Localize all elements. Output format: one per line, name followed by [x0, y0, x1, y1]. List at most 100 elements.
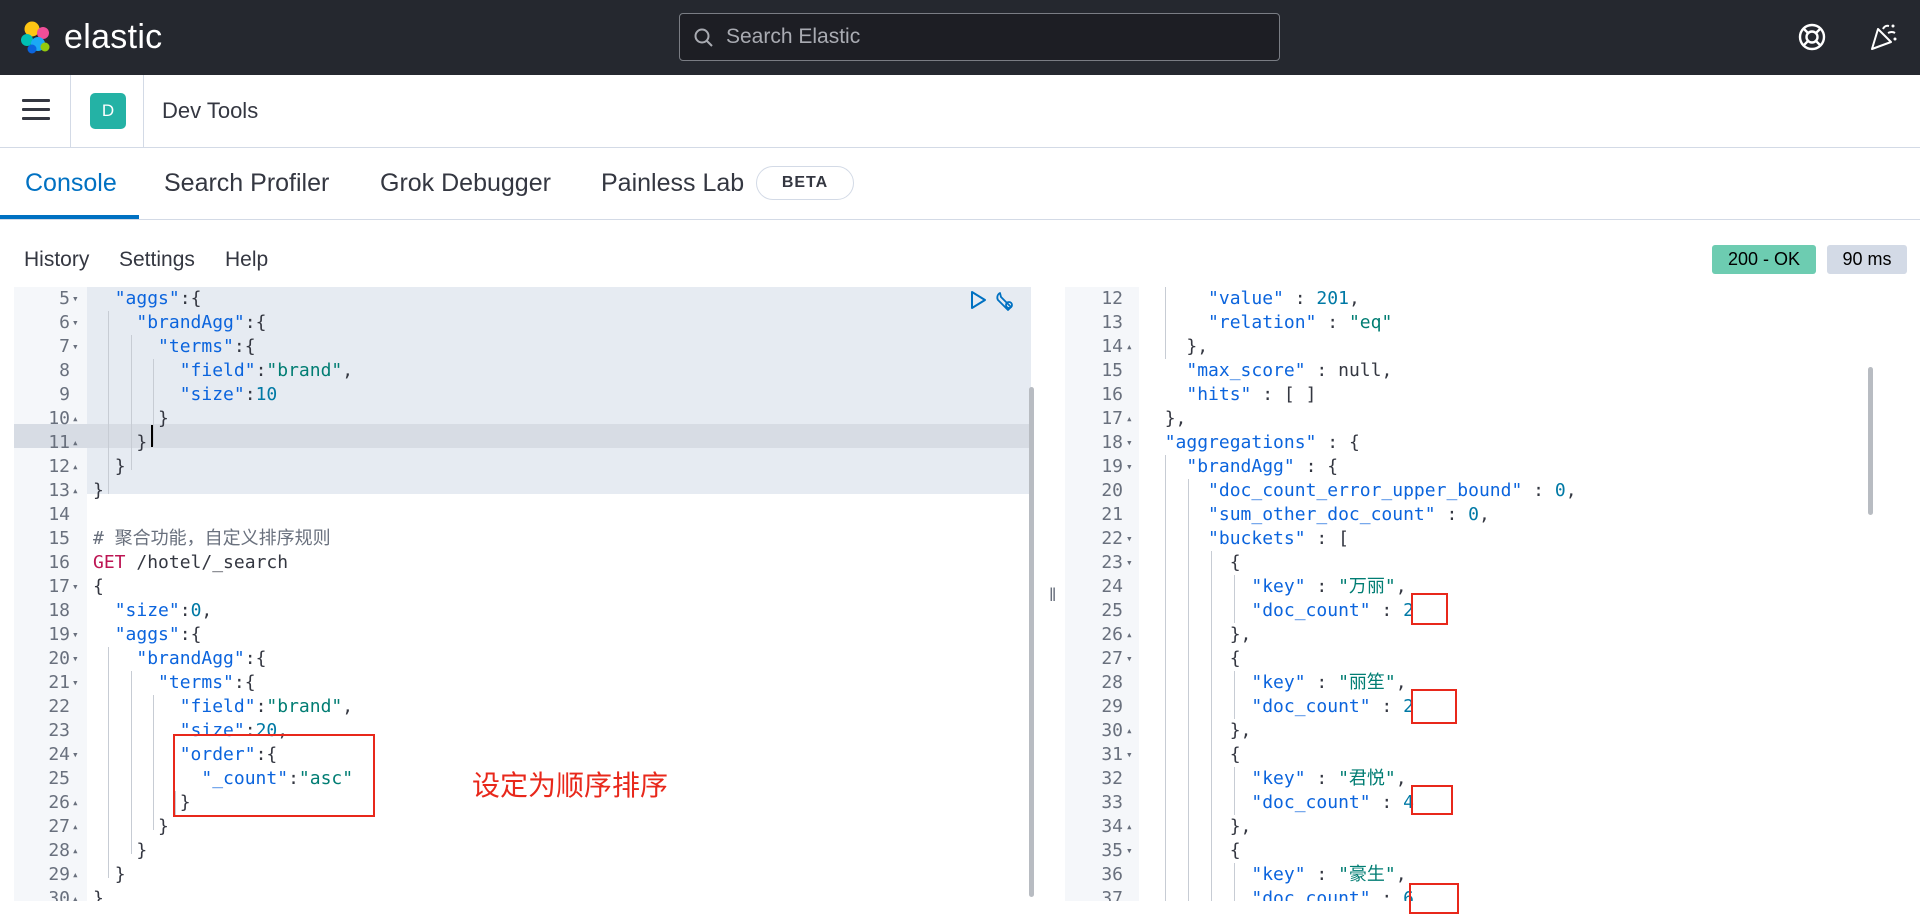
search-input[interactable]	[726, 14, 1266, 60]
settings-link[interactable]: Settings	[119, 248, 195, 271]
request-editor[interactable]: 5▾ "aggs":{6▾ "brandAgg":{7▾ "terms":{8 …	[14, 287, 1037, 901]
elastic-logo[interactable]: elastic	[18, 18, 162, 57]
play-icon[interactable]	[968, 289, 988, 311]
indent-guide	[1234, 863, 1235, 901]
line-number: 11	[48, 432, 70, 453]
line-number: 18	[1101, 432, 1123, 453]
line-number: 14	[48, 504, 70, 525]
fold-collapse-icon[interactable]: ▾	[1126, 460, 1133, 473]
fold-expand-icon[interactable]: ▴	[72, 820, 79, 833]
order-highlight-box	[173, 734, 375, 817]
line-number: 24	[48, 744, 70, 765]
fold-collapse-icon[interactable]: ▾	[1126, 748, 1133, 761]
code-text: },	[1229, 816, 1252, 837]
response-scrollbar[interactable]	[1867, 287, 1875, 901]
fold-expand-icon[interactable]: ▴	[72, 460, 79, 473]
line-number: 14	[1101, 336, 1123, 357]
line-number: 34	[1101, 816, 1123, 837]
hamburger-menu-icon[interactable]	[22, 99, 50, 123]
indent-guide	[131, 335, 132, 470]
code-text: "field":"brand",	[179, 360, 354, 381]
fold-collapse-icon[interactable]: ▾	[72, 652, 79, 665]
divider	[143, 75, 144, 148]
history-link[interactable]: History	[24, 248, 90, 271]
code-text: }	[158, 816, 169, 837]
fold-expand-icon[interactable]: ▴	[72, 484, 79, 497]
fold-expand-icon[interactable]: ▴	[72, 436, 79, 449]
lifebuoy-icon[interactable]	[1795, 20, 1829, 54]
doc-count-highlight-box	[1409, 883, 1459, 914]
indent-guide	[1188, 479, 1189, 901]
code-text: "hits" : [ ]	[1186, 384, 1317, 405]
code-text: "field":"brand",	[179, 696, 354, 717]
global-header: elastic	[0, 0, 1920, 75]
request-scrollbar[interactable]	[1028, 287, 1036, 901]
fold-collapse-icon[interactable]: ▾	[72, 628, 79, 641]
line-number: 17	[1101, 408, 1123, 429]
line-number: 20	[48, 648, 70, 669]
fold-collapse-icon[interactable]: ▾	[72, 292, 79, 305]
fold-expand-icon[interactable]: ▴	[1126, 628, 1133, 641]
fold-expand-icon[interactable]: ▴	[1126, 340, 1133, 353]
code-text: "doc_count" : 4	[1251, 792, 1414, 813]
indent-guide	[1165, 287, 1166, 359]
indent-guide	[1211, 551, 1212, 901]
fold-collapse-icon[interactable]: ▾	[72, 340, 79, 353]
scrollbar-thumb[interactable]	[1868, 367, 1873, 515]
line-number: 12	[1101, 288, 1123, 309]
tab-painless-lab[interactable]: Painless Lab	[601, 169, 745, 197]
code-text: },	[1229, 720, 1252, 741]
response-viewer[interactable]: 12 "value" : 201,13 "relation" : "eq"14▴…	[1065, 287, 1905, 901]
fold-collapse-icon[interactable]: ▾	[1126, 436, 1133, 449]
fold-collapse-icon[interactable]: ▾	[72, 676, 79, 689]
code-text: "value" : 201,	[1208, 288, 1360, 309]
code-text: "buckets" : [	[1208, 528, 1349, 549]
wrench-icon[interactable]	[994, 290, 1016, 312]
fold-expand-icon[interactable]: ▴	[1126, 820, 1133, 833]
fold-collapse-icon[interactable]: ▾	[72, 748, 79, 761]
line-number: 30	[48, 888, 70, 901]
dev-tools-tabs: Console Search Profiler Grok Debugger Pa…	[0, 149, 1920, 220]
code-text: "key" : "君悦",	[1251, 768, 1407, 789]
fold-collapse-icon[interactable]: ▾	[72, 316, 79, 329]
code-text: "doc_count" : 2	[1251, 696, 1414, 717]
fold-collapse-icon[interactable]: ▾	[1126, 556, 1133, 569]
indent-guide	[1165, 455, 1166, 901]
fold-expand-icon[interactable]: ▴	[72, 796, 79, 809]
line-number: 29	[1101, 696, 1123, 717]
fold-expand-icon[interactable]: ▴	[72, 844, 79, 857]
space-avatar[interactable]: D	[90, 93, 126, 129]
indent-guide	[1234, 767, 1235, 815]
help-link[interactable]: Help	[225, 248, 269, 271]
line-number: 6	[59, 312, 70, 333]
fold-collapse-icon[interactable]: ▾	[1126, 844, 1133, 857]
tab-search-profiler[interactable]: Search Profiler	[164, 169, 330, 197]
scrollbar-thumb[interactable]	[1029, 387, 1034, 897]
line-number: 30	[1101, 720, 1123, 741]
code-text: "max_score" : null,	[1186, 360, 1393, 381]
line-number: 29	[48, 864, 70, 885]
code-text: "key" : "丽笙",	[1251, 672, 1407, 693]
fold-expand-icon[interactable]: ▴	[72, 868, 79, 881]
fold-expand-icon[interactable]: ▴	[1126, 412, 1133, 425]
indent-guide	[1234, 671, 1235, 719]
pane-resizer[interactable]: ‖	[1049, 585, 1057, 605]
tab-grok-debugger[interactable]: Grok Debugger	[380, 169, 551, 197]
tab-console[interactable]: Console	[25, 169, 117, 197]
fold-expand-icon[interactable]: ▴	[72, 892, 79, 901]
fold-expand-icon[interactable]: ▴	[72, 412, 79, 425]
fold-collapse-icon[interactable]: ▾	[1126, 532, 1133, 545]
code-text: "sum_other_doc_count" : 0,	[1208, 504, 1490, 525]
indent-guide	[1234, 575, 1235, 623]
active-tab-indicator	[0, 215, 139, 219]
line-number: 15	[48, 528, 70, 549]
fold-collapse-icon[interactable]: ▾	[72, 580, 79, 593]
line-number: 27	[48, 816, 70, 837]
indent-guide	[108, 311, 109, 494]
fold-expand-icon[interactable]: ▴	[1126, 724, 1133, 737]
line-number: 16	[48, 552, 70, 573]
fold-collapse-icon[interactable]: ▾	[1126, 652, 1133, 665]
status-badge: 200 - OK	[1712, 245, 1816, 274]
newsfeed-icon[interactable]	[1866, 20, 1900, 54]
global-search[interactable]	[679, 13, 1280, 61]
